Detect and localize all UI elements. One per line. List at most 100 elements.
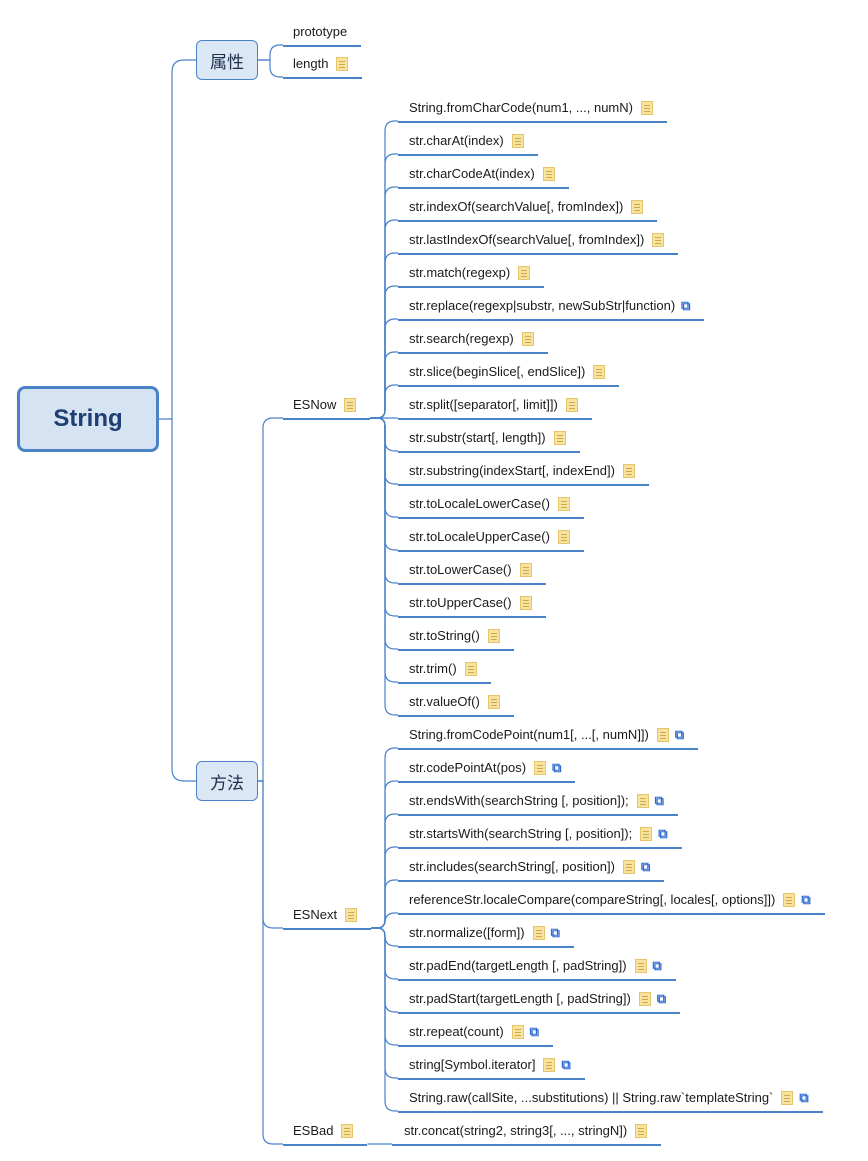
- note-icon[interactable]: [781, 1091, 794, 1105]
- note-icon[interactable]: [542, 167, 555, 181]
- note-icon[interactable]: [511, 134, 524, 148]
- leaf-method[interactable]: str.charAt(index): [409, 133, 524, 149]
- note-icon[interactable]: [519, 596, 532, 610]
- topic-label: string[Symbol.iterator]: [409, 1057, 536, 1072]
- hyperlink-icon[interactable]: ⧉: [654, 793, 664, 808]
- hyperlink-icon[interactable]: ⧉: [801, 892, 811, 907]
- leaf-method[interactable]: str.endsWith(searchString [, position]);…: [409, 793, 664, 809]
- hyperlink-icon[interactable]: ⧉: [550, 925, 560, 940]
- leaf-method[interactable]: str.padEnd(targetLength [, padString]) ⧉: [409, 958, 662, 974]
- note-icon[interactable]: [345, 908, 358, 922]
- note-icon[interactable]: [640, 101, 653, 115]
- note-icon[interactable]: [565, 398, 578, 412]
- leaf-method[interactable]: str.slice(beginSlice[, endSlice]): [409, 364, 606, 380]
- note-icon[interactable]: [631, 200, 644, 214]
- note-icon[interactable]: [518, 266, 531, 280]
- topic-properties[interactable]: 属性: [196, 40, 258, 80]
- leaf-method[interactable]: str.charCodeAt(index): [409, 166, 555, 182]
- leaf-method[interactable]: str.indexOf(searchValue[, fromIndex]): [409, 199, 644, 215]
- leaf-method[interactable]: String.fromCharCode(num1, ..., numN): [409, 100, 653, 116]
- note-icon[interactable]: [640, 827, 653, 841]
- hyperlink-icon[interactable]: ⧉: [529, 1024, 539, 1039]
- leaf-method[interactable]: str.toString(): [409, 628, 500, 644]
- subtopic-esnext[interactable]: ESNext: [293, 907, 358, 923]
- note-icon[interactable]: [519, 563, 532, 577]
- note-icon[interactable]: [652, 233, 665, 247]
- leaf-method[interactable]: str.concat(string2, string3[, ..., strin…: [404, 1123, 648, 1139]
- hyperlink-icon[interactable]: ⧉: [552, 760, 562, 775]
- leaf-method[interactable]: referenceStr.localeCompare(compareString…: [409, 892, 811, 908]
- note-icon[interactable]: [336, 57, 349, 71]
- hyperlink-icon[interactable]: ⧉: [656, 991, 667, 1006]
- note-icon[interactable]: [553, 431, 566, 445]
- note-icon[interactable]: [636, 794, 649, 808]
- leaf-method[interactable]: str.lastIndexOf(searchValue[, fromIndex]…: [409, 232, 665, 248]
- leaf-method[interactable]: str.valueOf(): [409, 694, 500, 710]
- leaf-method[interactable]: str.normalize([form])⧉: [409, 925, 560, 941]
- leaf-method[interactable]: str.split([separator[, limit]]): [409, 397, 578, 413]
- note-icon[interactable]: [534, 761, 547, 775]
- note-icon[interactable]: [344, 398, 357, 412]
- note-icon[interactable]: [341, 1124, 354, 1138]
- leaf-method[interactable]: str.toLocaleUpperCase(): [409, 529, 570, 545]
- hyperlink-icon[interactable]: ⧉: [658, 826, 668, 841]
- leaf-method[interactable]: str.toUpperCase(): [409, 595, 532, 611]
- note-icon[interactable]: [557, 530, 570, 544]
- leaf-method[interactable]: str.replace(regexp|substr, newSubStr|fun…: [409, 298, 690, 314]
- leaf-method[interactable]: str.codePointAt(pos)⧉: [409, 760, 561, 776]
- leaf-method[interactable]: str.includes(searchString[, position])⧉: [409, 859, 650, 875]
- hyperlink-icon[interactable]: ⧉: [674, 727, 685, 742]
- leaf-method[interactable]: str.startsWith(searchString [, position]…: [409, 826, 668, 842]
- leaf-method[interactable]: str.search(regexp): [409, 331, 534, 347]
- leaf-method[interactable]: str.toLowerCase(): [409, 562, 532, 578]
- note-icon[interactable]: [656, 728, 669, 742]
- leaf-method[interactable]: str.substr(start[, length]): [409, 430, 566, 446]
- leaf-method[interactable]: String.fromCodePoint(num1[, ...[, numN]]…: [409, 727, 684, 743]
- note-icon[interactable]: [543, 1058, 556, 1072]
- leaf-method[interactable]: str.padStart(targetLength [, padString])…: [409, 991, 666, 1007]
- connector: [258, 780, 283, 929]
- topic-underline: [398, 1012, 681, 1014]
- topic-underline: [283, 418, 371, 420]
- subtopic-esbad[interactable]: ESBad: [293, 1123, 354, 1139]
- leaf-method[interactable]: str.trim(): [409, 661, 477, 677]
- topic-underline: [398, 682, 491, 684]
- topic-underline: [398, 352, 548, 354]
- note-icon[interactable]: [638, 992, 651, 1006]
- topic-underline: [398, 484, 649, 486]
- hyperlink-icon[interactable]: ⧉: [681, 298, 691, 313]
- hyperlink-icon[interactable]: ⧉: [652, 958, 662, 973]
- topic-label: str.replace(regexp|substr, newSubStr|fun…: [409, 298, 676, 313]
- note-icon[interactable]: [783, 893, 796, 907]
- leaf-method[interactable]: String.raw(callSite, ...substitutions) |…: [409, 1090, 809, 1106]
- note-icon[interactable]: [511, 1025, 524, 1039]
- note-icon[interactable]: [532, 926, 545, 940]
- topic-methods[interactable]: 方法: [196, 761, 258, 801]
- hyperlink-icon[interactable]: ⧉: [561, 1057, 571, 1072]
- note-icon[interactable]: [622, 464, 635, 478]
- leaf-method[interactable]: str.repeat(count)⧉: [409, 1024, 539, 1040]
- leaf-property[interactable]: length: [293, 56, 349, 72]
- leaf-method[interactable]: string[Symbol.iterator] ⧉: [409, 1057, 571, 1073]
- leaf-property[interactable]: prototype: [293, 24, 347, 40]
- note-icon[interactable]: [487, 695, 500, 709]
- leaf-method[interactable]: str.match(regexp): [409, 265, 531, 281]
- hyperlink-icon[interactable]: ⧉: [640, 859, 651, 874]
- note-icon[interactable]: [464, 662, 477, 676]
- topic-label: str.startsWith(searchString [, position]…: [409, 826, 633, 841]
- note-icon[interactable]: [593, 365, 606, 379]
- topic-label: str.padEnd(targetLength [, padString]): [409, 958, 627, 973]
- subtopic-esnow[interactable]: ESNow: [293, 397, 357, 413]
- note-icon[interactable]: [634, 959, 647, 973]
- topic-label: ESBad: [293, 1123, 334, 1138]
- leaf-method[interactable]: str.toLocaleLowerCase(): [409, 496, 570, 512]
- hyperlink-icon[interactable]: ⧉: [799, 1090, 809, 1105]
- root-topic-string[interactable]: String: [17, 386, 159, 452]
- leaf-method[interactable]: str.substring(indexStart[, indexEnd]): [409, 463, 635, 479]
- connector: [371, 912, 398, 929]
- note-icon[interactable]: [635, 1124, 648, 1138]
- note-icon[interactable]: [487, 629, 500, 643]
- note-icon[interactable]: [557, 497, 570, 511]
- note-icon[interactable]: [622, 860, 635, 874]
- note-icon[interactable]: [521, 332, 534, 346]
